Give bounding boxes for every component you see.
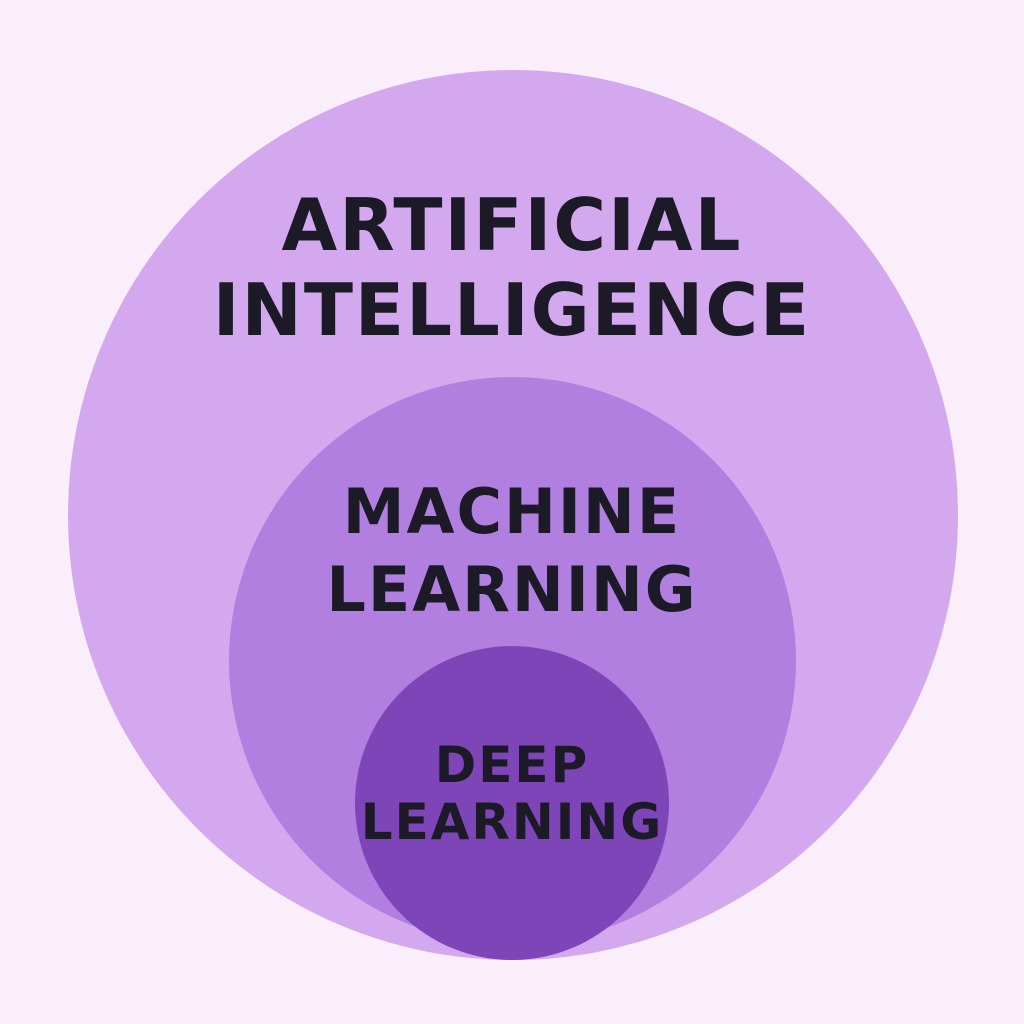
machine-learning-label-line1: MACHINE bbox=[342, 475, 682, 548]
artificial-intelligence-label-line2: INTELLIGENCE bbox=[212, 268, 812, 352]
deep-learning-label-line1: DEEP bbox=[434, 736, 590, 794]
machine-learning-label-line2: LEARNING bbox=[326, 553, 698, 626]
deep-learning-label-line2: LEARNING bbox=[360, 793, 664, 851]
deep-learning-circle bbox=[355, 646, 669, 960]
artificial-intelligence-label-line1: ARTIFICIAL bbox=[281, 183, 743, 267]
